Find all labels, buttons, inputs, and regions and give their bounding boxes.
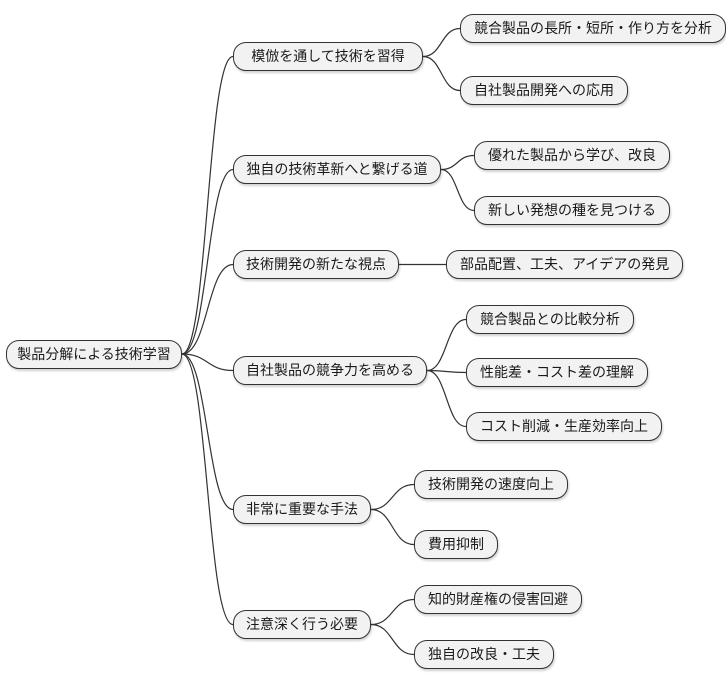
branch-node-new-perspective: 技術開発の新たな視点 xyxy=(233,250,399,279)
branch-node-imitation: 模倣を通して技術を習得 xyxy=(233,42,423,71)
edge-b1-l1 xyxy=(422,27,461,58)
edge-root-branch4 xyxy=(181,353,234,372)
edge-root-branch2 xyxy=(181,168,234,355)
leaf-node-original-improvements: 独自の改良・工夫 xyxy=(414,640,554,669)
edge-b5-l2 xyxy=(370,508,415,546)
leaf-node-analyze-competitors: 競合製品の長所・短所・作り方を分析 xyxy=(460,14,726,43)
edge-b4-l2 xyxy=(426,369,467,374)
edge-b6-l2 xyxy=(370,623,415,656)
edge-b2-l2 xyxy=(440,168,475,212)
leaf-node-comparative-analysis: 競合製品との比較分析 xyxy=(466,305,634,334)
edge-root-branch5 xyxy=(181,353,234,511)
edge-root-branch6 xyxy=(181,353,234,626)
branch-node-innovation-path: 独自の技術革新へと繋げる道 xyxy=(233,155,441,184)
leaf-node-find-idea-seeds: 新しい発想の種を見つける xyxy=(474,196,670,225)
leaf-node-learn-improve: 優れた製品から学び、改良 xyxy=(474,141,670,170)
edge-b1-l2 xyxy=(422,55,461,92)
edge-b6-l1 xyxy=(370,598,415,626)
branch-node-caution-needed: 注意深く行う必要 xyxy=(233,610,371,639)
leaf-node-cost-reduction-efficiency: コスト削減・生産効率向上 xyxy=(466,412,662,441)
edge-b4-l3 xyxy=(426,369,467,428)
leaf-node-apply-own-development: 自社製品開発への応用 xyxy=(460,76,628,105)
leaf-node-performance-cost-gap: 性能差・コスト差の理解 xyxy=(466,358,648,387)
leaf-node-speed-up-development: 技術開発の速度向上 xyxy=(414,470,568,499)
branch-node-important-method: 非常に重要な手法 xyxy=(233,495,371,524)
root-node: 製品分解による技術学習 xyxy=(6,339,182,369)
edge-root-branch1 xyxy=(181,55,234,355)
branch-node-competitiveness: 自社製品の競争力を高める xyxy=(233,356,427,385)
leaf-node-avoid-ip-infringement: 知的財産権の侵害回避 xyxy=(414,585,582,614)
edge-b5-l1 xyxy=(370,483,415,511)
edge-root-branch3 xyxy=(181,263,234,355)
leaf-node-discover-layout-ideas: 部品配置、工夫、アイデアの発見 xyxy=(446,250,684,279)
edge-b2-l1 xyxy=(440,154,475,171)
edge-b4-l1 xyxy=(426,318,467,372)
leaf-node-cost-control: 費用抑制 xyxy=(414,530,498,559)
